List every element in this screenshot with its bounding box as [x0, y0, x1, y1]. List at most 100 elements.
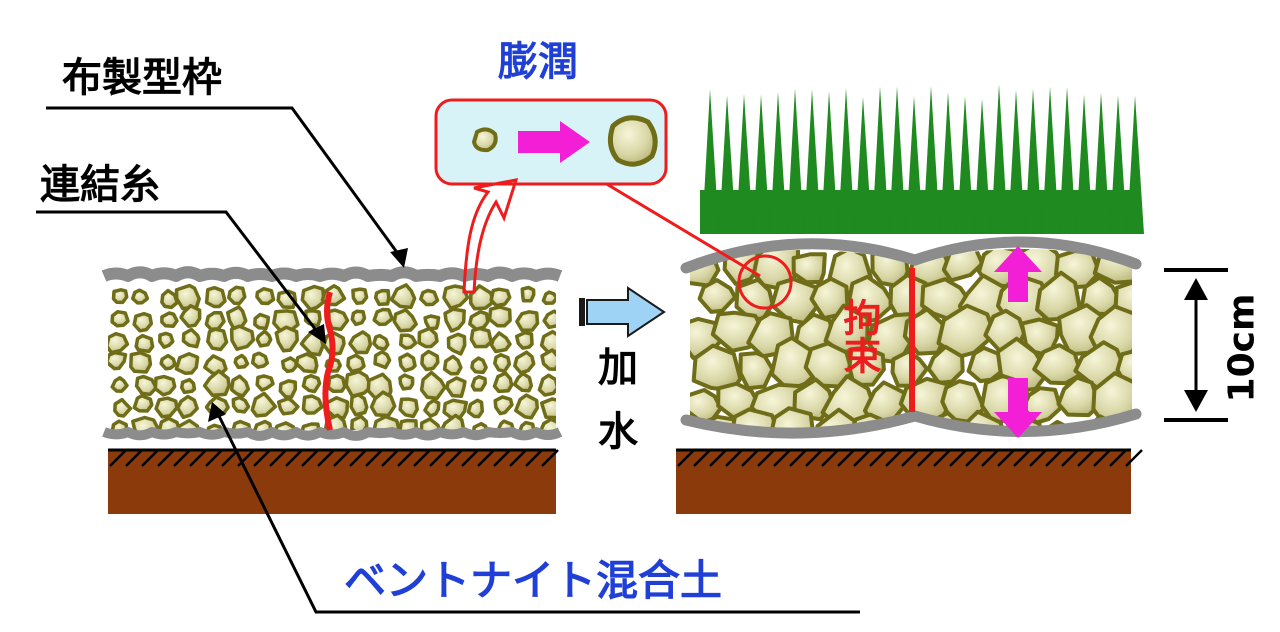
hatch-stroke	[1109, 449, 1127, 467]
pebble	[255, 329, 273, 348]
pebble	[515, 310, 540, 333]
pebble	[492, 371, 514, 394]
leader-fabric-head	[390, 248, 408, 268]
pebble	[204, 310, 226, 332]
pebble	[134, 333, 155, 354]
pebble	[111, 288, 129, 305]
pebble	[472, 421, 489, 430]
dimension-arrowhead-down	[1184, 390, 1208, 412]
left-block	[101, 266, 563, 514]
grass	[700, 84, 1144, 235]
pebble	[132, 311, 154, 333]
hatch-stroke	[525, 449, 543, 467]
pebble	[202, 369, 231, 398]
leader-tie-head	[308, 324, 326, 344]
pebble	[108, 350, 128, 371]
pebble	[229, 374, 251, 398]
pebble	[442, 354, 463, 376]
grass-blade	[1042, 86, 1059, 234]
pebble	[129, 351, 153, 374]
right-fabric-top	[680, 236, 1142, 274]
hatch-stroke	[141, 449, 159, 467]
grass-blade	[1110, 95, 1127, 234]
pebble	[539, 397, 556, 420]
grass-blade	[991, 84, 1008, 235]
hatch-stroke	[1045, 449, 1063, 467]
pebble	[160, 311, 179, 329]
swelling-callout	[434, 98, 761, 294]
pebble	[398, 352, 417, 373]
pebble	[253, 312, 271, 331]
pebble	[227, 285, 247, 306]
pebble	[513, 350, 536, 375]
grass-blade	[804, 89, 821, 234]
hatch-stroke	[189, 449, 207, 467]
pebble	[540, 348, 556, 372]
grass-blade	[940, 92, 957, 235]
pebble	[398, 373, 415, 391]
hatch-stroke	[853, 449, 871, 467]
hatch-stroke	[157, 449, 175, 467]
hatch-stroke	[1029, 449, 1047, 467]
pebble	[326, 373, 347, 394]
hatch-stroke	[773, 449, 791, 467]
pebble	[250, 351, 270, 369]
pebble	[250, 391, 278, 418]
hatch-stroke	[397, 449, 415, 467]
pebble	[110, 419, 129, 430]
hatch-stroke	[509, 449, 527, 467]
pebble	[280, 356, 298, 374]
water-arrow-tail	[579, 298, 585, 326]
hatch-stroke	[885, 449, 903, 467]
pebble	[489, 287, 512, 308]
pebble	[175, 394, 199, 420]
pebble	[154, 396, 179, 419]
label-add-water-1: 加	[598, 345, 638, 391]
grass-blade	[1076, 94, 1093, 235]
pebble	[803, 341, 855, 389]
right-ground-hatch	[677, 449, 1143, 467]
pebble	[346, 353, 366, 374]
pebble	[738, 351, 775, 391]
label-add-water-2: 水	[598, 409, 638, 455]
grass-blade	[855, 96, 872, 234]
pebble	[442, 284, 470, 311]
pebble	[372, 414, 401, 430]
large-pebble	[607, 115, 658, 167]
pebble	[539, 329, 556, 355]
pointer-arrow	[462, 178, 519, 294]
pebble	[514, 393, 540, 420]
hatch-stroke	[333, 449, 351, 467]
grass-blade	[1093, 92, 1110, 234]
pebble	[419, 417, 442, 430]
left-pebbles	[108, 283, 556, 430]
leader-soil	[214, 409, 860, 614]
grass-blade	[889, 86, 906, 234]
hatch-stroke	[933, 449, 951, 467]
pebble	[493, 395, 514, 416]
hatch-stroke	[821, 449, 839, 467]
pebble	[512, 371, 534, 393]
pebble	[348, 330, 373, 355]
pebble	[514, 330, 534, 350]
hatch-stroke	[1013, 449, 1031, 467]
label-height-wrap: 10cm	[1221, 282, 1268, 412]
hatch-stroke	[741, 449, 759, 467]
pebble	[158, 331, 175, 349]
hatch-stroke	[709, 449, 727, 467]
grass-blade	[1127, 95, 1144, 234]
grass-blade	[770, 92, 787, 234]
pebble	[1032, 343, 1084, 386]
hatch-stroke	[237, 449, 255, 467]
hatch-stroke	[173, 449, 191, 467]
left-ground	[108, 450, 556, 514]
right-ground	[676, 450, 1131, 514]
pebble	[420, 349, 440, 372]
pebble	[537, 373, 556, 397]
pebble	[398, 333, 418, 350]
left-ground-hatch	[109, 449, 559, 467]
grass-blade	[787, 88, 804, 234]
leader-lines	[36, 106, 860, 614]
water-arrow	[579, 286, 666, 338]
pebble	[231, 395, 251, 414]
